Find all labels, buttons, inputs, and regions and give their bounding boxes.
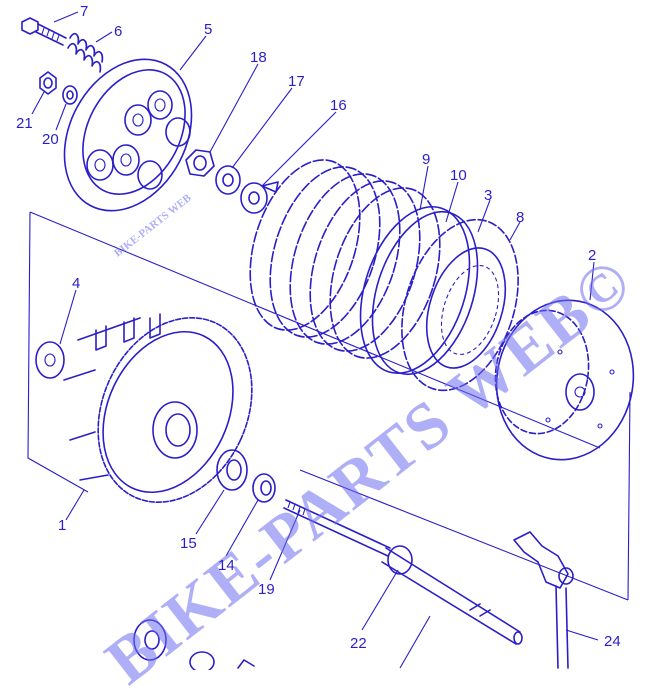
part-lever-24 [513,531,574,669]
part-nut-18 [185,149,215,177]
callout-1: 1 [58,517,67,534]
part-pushrod-19 [283,499,391,557]
diagram-drawing [21,11,635,673]
callout-18: 18 [250,49,267,66]
callout-5: 5 [204,21,213,38]
clutch-exploded-diagram: BIKE-PARTS WEB© BIKE-PARTS WEB 7 6 5 18 … [16,3,646,698]
part-drum-2 [494,299,635,461]
callout-15: 15 [180,535,197,552]
part-clutch-housing-1 [63,313,253,503]
part-washer-4 [35,341,65,379]
part-bolt-7 [21,17,67,46]
callout-9: 9 [422,151,431,168]
callout-8: 8 [516,209,525,226]
callout-21: 21 [16,115,33,132]
callout-2: 2 [588,247,597,264]
part-lockwasher-17 [215,165,241,195]
callout-20: 20 [42,131,59,148]
callout-16: 16 [330,97,347,114]
callout-19: 19 [258,581,275,598]
callout-6: 6 [114,23,123,40]
callout-3: 3 [484,187,493,204]
callout-24: 24 [604,633,621,650]
callout-17: 17 [288,73,305,90]
part-washer-14 [252,473,276,503]
callout-22: 22 [350,635,367,652]
part-clutch-boss-3 [401,218,519,392]
leader-lines [31,11,599,669]
part-washer-20 [62,85,78,105]
part-nut-21 [39,71,57,95]
assembly-frame [27,211,631,601]
part-pressure-plate-5 [63,58,193,212]
part-washer-16 [240,181,279,214]
part-shaft-22 [381,545,523,645]
part-friction-plates-9 [249,159,441,359]
callout-4: 4 [72,275,81,292]
callout-10: 10 [450,167,467,184]
part-spring-6 [67,32,104,73]
callout-7: 7 [80,3,89,20]
part-washer-15 [216,449,248,491]
part-plate-10 [359,205,479,376]
callout-14: 14 [218,557,235,574]
